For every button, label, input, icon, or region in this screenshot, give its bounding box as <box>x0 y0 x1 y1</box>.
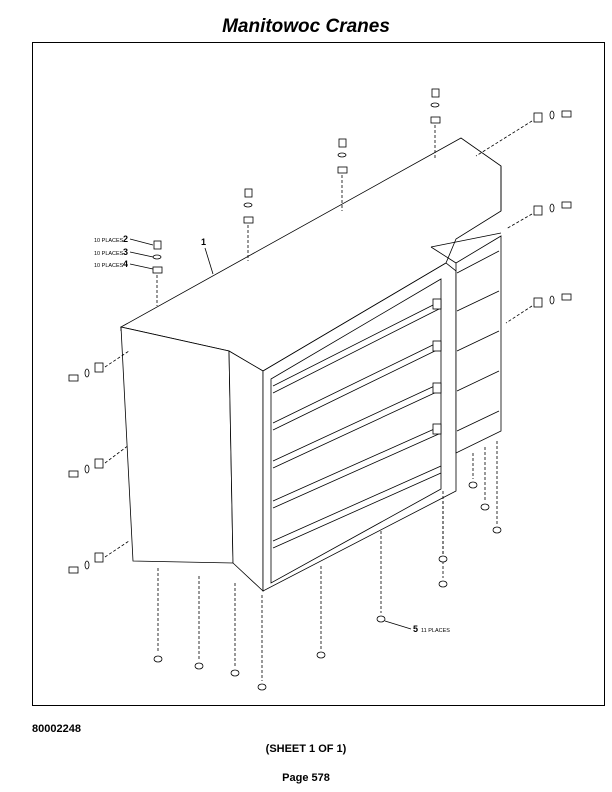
sheet-label: (SHEET 1 OF 1) <box>265 743 347 755</box>
hardware-stack <box>505 201 572 230</box>
right-hardware <box>475 110 572 324</box>
callout-item-5: 5 11 PLACES <box>384 620 450 634</box>
drawing-frame: 1 10 PLACES 2 10 PLACES 3 10 PLACES 4 5 … <box>32 42 605 706</box>
front-louvers <box>272 300 442 549</box>
hardware-stack <box>505 293 572 324</box>
left-hardware <box>68 350 130 574</box>
hardware-stack <box>475 110 572 157</box>
side-louvers <box>456 250 500 432</box>
hardware-stack <box>68 350 130 382</box>
bottom-bumpers <box>153 441 502 691</box>
svg-text:2: 2 <box>123 234 128 244</box>
hardware-stack <box>337 138 348 211</box>
svg-text:4: 4 <box>123 259 128 269</box>
parts-drawing: 1 10 PLACES 2 10 PLACES 3 10 PLACES 4 5 … <box>68 88 572 691</box>
callout-item-3: 10 PLACES 3 <box>94 247 154 258</box>
hardware-stack <box>68 444 130 478</box>
hardware-stack <box>152 240 163 306</box>
page-title: Manitowoc Cranes <box>222 16 390 37</box>
front-brackets <box>432 298 442 435</box>
hardware-stack <box>430 88 441 158</box>
svg-text:5: 5 <box>413 624 418 634</box>
svg-text:10 PLACES: 10 PLACES <box>94 251 124 257</box>
top-hardware <box>152 88 441 306</box>
guard-assembly <box>119 137 502 592</box>
svg-text:10 PLACES: 10 PLACES <box>94 238 124 244</box>
callout-item-1: 1 <box>201 237 214 275</box>
callout-item-4: 10 PLACES 4 <box>94 259 154 270</box>
svg-text:3: 3 <box>123 247 128 257</box>
document-number: 80002248 <box>32 723 81 735</box>
callout-item-2: 10 PLACES 2 <box>94 234 154 246</box>
page-number: Page 578 <box>282 772 330 784</box>
svg-text:11 PLACES: 11 PLACES <box>421 628 450 634</box>
svg-text:10 PLACES: 10 PLACES <box>94 263 124 269</box>
hardware-stack <box>68 540 130 574</box>
hardware-stack <box>243 188 254 261</box>
svg-text:1: 1 <box>201 237 206 247</box>
